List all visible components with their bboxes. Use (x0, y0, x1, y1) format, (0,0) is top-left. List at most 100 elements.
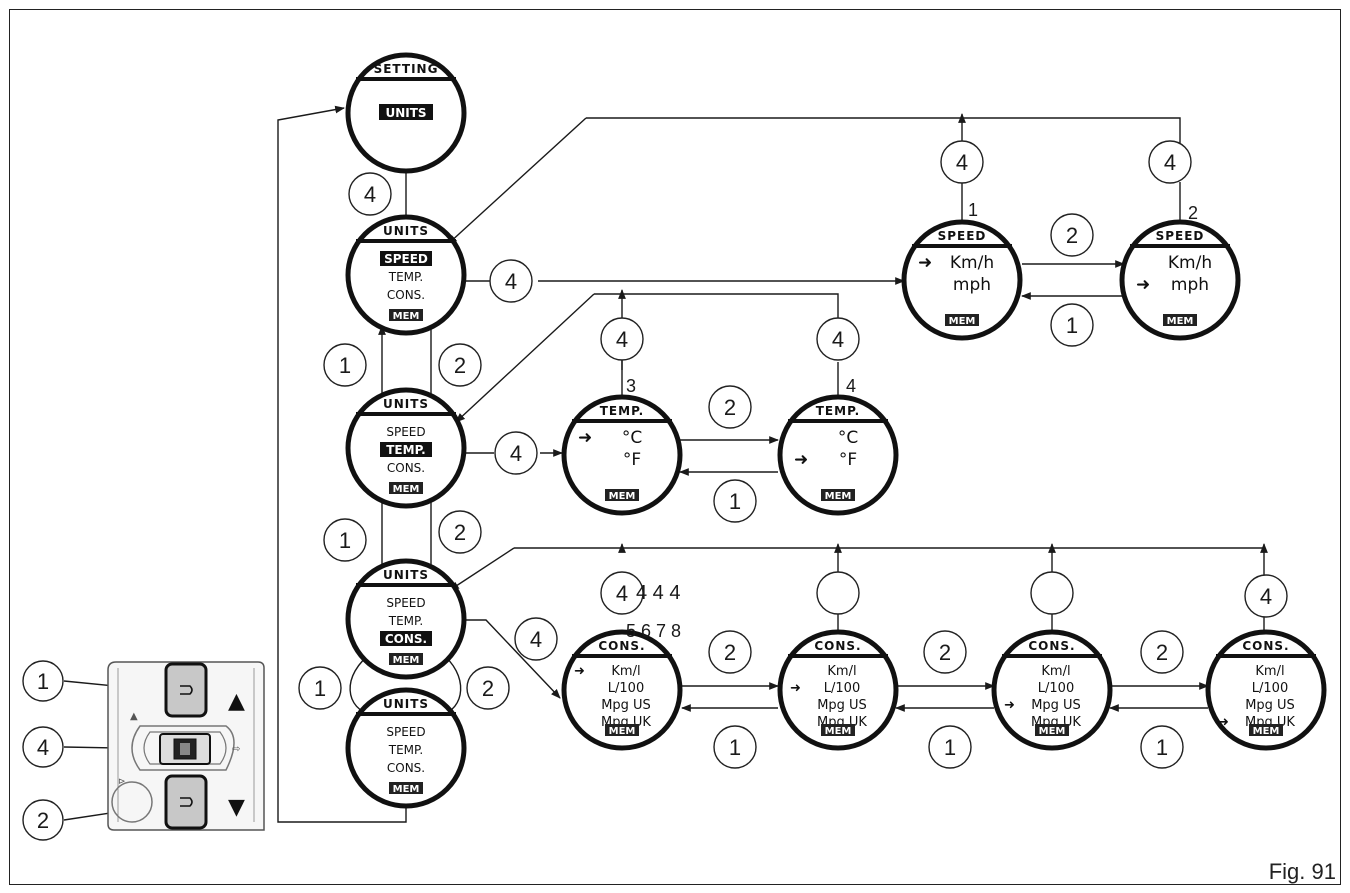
step-circle-label: 2 (454, 520, 466, 545)
selection-arrow-icon: ➜ (1136, 275, 1150, 295)
selection-arrow-icon: ➜ (578, 428, 592, 448)
step-circle-label: 1 (729, 735, 741, 760)
screen-item: °F (839, 450, 857, 470)
step-circle-label: 2 (939, 640, 951, 665)
screens: SETTINGUNITSUNITSSPEEDTEMP.CONS.MEMUNITS… (345, 52, 1327, 809)
mem-label: MEM (609, 726, 636, 737)
button-callout-label: 1 (37, 669, 49, 694)
down-button[interactable]: ▼ (164, 774, 245, 830)
step-circle-label: 2 (1066, 223, 1078, 248)
step-circle-label: 1 (944, 735, 956, 760)
screen-bezel (345, 214, 467, 336)
step-circle-label: 4 (832, 327, 844, 352)
mem-label: MEM (949, 316, 976, 327)
step-circle: 4 (816, 317, 860, 361)
highlight-label: UNITS (385, 106, 426, 120)
mem-box (389, 482, 423, 494)
selected-item-box (380, 442, 432, 457)
screen-temp-f: TEMP.°C°F➜MEM (777, 394, 899, 516)
step-circle-label: 4 (364, 182, 376, 207)
step-circle: 1 (713, 725, 757, 769)
screen-title: TEMP. (816, 404, 860, 418)
screen-setting: SETTING UNITS (345, 52, 467, 174)
screen-title: SPEED (938, 229, 987, 243)
step-circle: 1 (298, 666, 342, 710)
step-circle: 1 (323, 343, 367, 387)
mem-box (389, 309, 423, 321)
step-circle: 4 (940, 140, 984, 184)
button-callout (22, 799, 64, 841)
screen-item: Km/l (1041, 664, 1070, 679)
screen-title: UNITS (383, 568, 429, 582)
step-circle-label: 1 (729, 489, 741, 514)
step-number: 2 (1188, 203, 1198, 223)
screen-item: mph (953, 275, 991, 295)
step-circle: 1 (1140, 725, 1184, 769)
step-circle: 2 (438, 343, 482, 387)
screen-bezel (901, 219, 1023, 341)
screen-bezel (1205, 629, 1327, 751)
step-circle-label: 4 (616, 327, 628, 352)
screen-title: UNITS (383, 397, 429, 411)
step-circle: 4 (1244, 574, 1288, 618)
step-circle-label: 4 (510, 441, 522, 466)
step-circle: 1 (323, 518, 367, 562)
step-number-row-fours: 4 4 4 (636, 582, 680, 604)
mem-box (389, 653, 423, 665)
mem-box (605, 724, 639, 736)
screen-item: °F (623, 450, 641, 470)
up-button[interactable]: ▲ (164, 662, 245, 718)
button-callout (22, 726, 64, 768)
screen-item: TEMP. (388, 743, 423, 757)
mem-label: MEM (393, 655, 420, 666)
mem-box (605, 489, 639, 501)
button-callout-label: 2 (37, 808, 49, 833)
selection-arrow-icon: ➜ (1218, 715, 1229, 730)
step-circle-label: 2 (724, 640, 736, 665)
step-circle-label: 4 (1260, 584, 1272, 609)
screen-item: Km/l (611, 664, 640, 679)
step-circle-label: 1 (314, 676, 326, 701)
screen-bezel (1119, 219, 1241, 341)
enter-button[interactable] (159, 733, 211, 765)
mem-label: MEM (825, 726, 852, 737)
screen-item: CONS. (387, 288, 425, 302)
screen-item: CONS. (387, 761, 425, 775)
screen-title: UNITS (383, 697, 429, 711)
step-circle: 1 (713, 479, 757, 523)
screen-item: Km/h (1168, 253, 1212, 273)
mem-label: MEM (1253, 726, 1280, 737)
screen-title: TEMP. (600, 404, 644, 418)
screen-item: L/100 (608, 681, 644, 696)
step-circle-label: 2 (482, 676, 494, 701)
selected-item-box (380, 631, 432, 646)
step-circle-label: 2 (454, 353, 466, 378)
selection-arrow-icon: ➜ (1004, 698, 1015, 713)
mem-box (821, 489, 855, 501)
step-circle-label: 1 (1066, 313, 1078, 338)
screen-bezel (991, 629, 1113, 751)
step-circle: 4 (514, 617, 558, 661)
screen-title: SPEED (1156, 229, 1205, 243)
step-circle: 2 (708, 385, 752, 429)
step-circle: 1 (928, 725, 972, 769)
screen-title: CONS. (598, 639, 645, 653)
switch-marking: ▲ (130, 711, 138, 722)
mem-box (945, 314, 979, 326)
screen-item: Km/l (1255, 664, 1284, 679)
step-circle-label: 4 (505, 269, 517, 294)
screen-title: SETTING (374, 62, 439, 76)
screen-item: SPEED (386, 725, 425, 739)
mem-label: MEM (393, 484, 420, 495)
button-callout (22, 660, 64, 702)
screen-item: TEMP. (386, 443, 425, 457)
screen-item: SPEED (386, 425, 425, 439)
button-callout-label: 4 (37, 735, 49, 760)
